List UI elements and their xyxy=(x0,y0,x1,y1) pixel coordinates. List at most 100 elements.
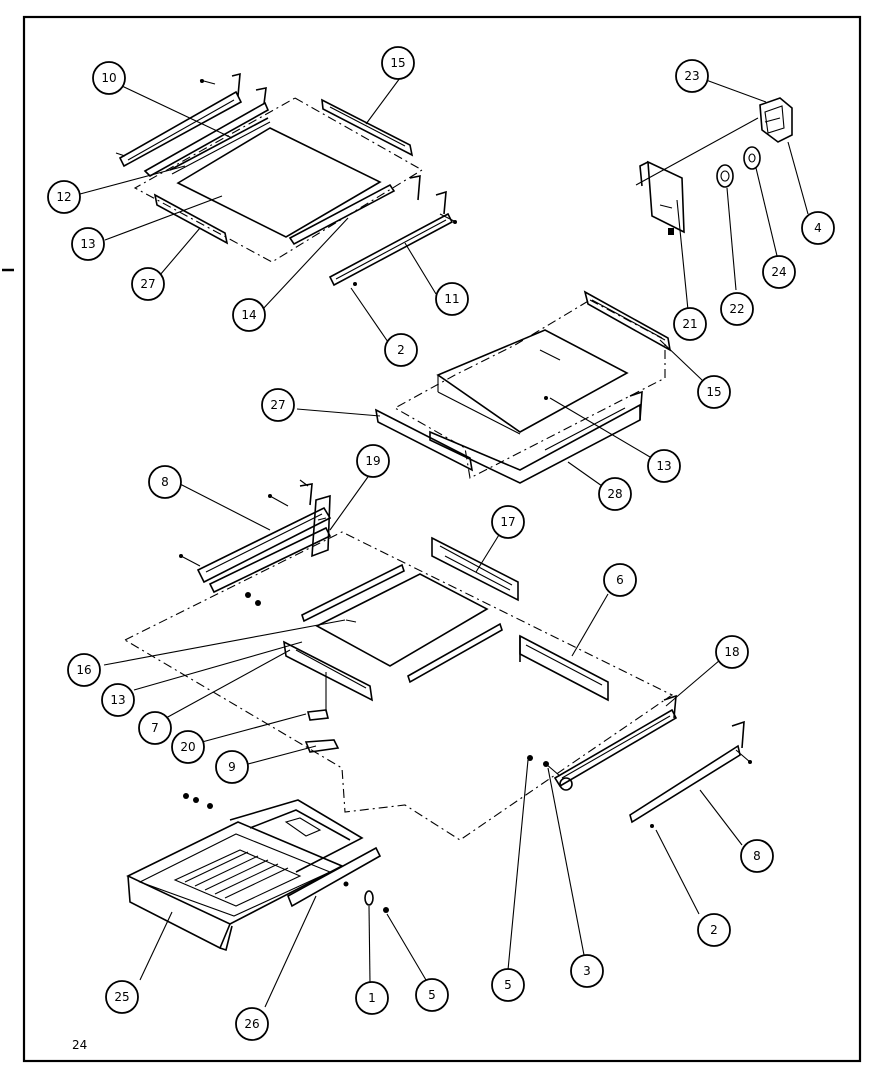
callout-label: 12 xyxy=(56,190,71,204)
callout-label: 6 xyxy=(616,573,624,587)
callout-5: 5 xyxy=(415,978,449,1012)
callout-circle xyxy=(673,307,707,341)
callout-label: 10 xyxy=(101,71,116,85)
callout-1: 1 xyxy=(355,981,389,1015)
callout-label: 15 xyxy=(390,56,405,70)
callout-label: 5 xyxy=(428,988,436,1002)
callout-13: 13 xyxy=(647,449,681,483)
callout-label: 25 xyxy=(114,990,129,1004)
callout-circle xyxy=(675,59,709,93)
callout-circle xyxy=(47,180,81,214)
page-frame xyxy=(22,15,862,1063)
callout-circle xyxy=(71,227,105,261)
callout-8: 8 xyxy=(740,839,774,873)
callout-label: 16 xyxy=(76,663,91,677)
callout-27: 27 xyxy=(131,267,165,301)
callout-circle xyxy=(384,333,418,367)
callout-circle xyxy=(92,61,126,95)
hinge-bracket-group xyxy=(635,97,793,235)
callout-19: 19 xyxy=(356,444,390,478)
callout-2: 2 xyxy=(384,333,418,367)
callout-28: 28 xyxy=(598,477,632,511)
callout-label: 18 xyxy=(724,645,739,659)
callout-27: 27 xyxy=(261,388,295,422)
callout-circle xyxy=(215,750,249,784)
callout-label: 7 xyxy=(151,721,159,735)
callout-label: 3 xyxy=(583,964,591,978)
callout-circle xyxy=(715,635,749,669)
callout-label: 27 xyxy=(270,398,285,412)
callout-circle xyxy=(381,46,415,80)
callout-circle xyxy=(647,449,681,483)
callout-label: 13 xyxy=(80,237,95,251)
callout-circle xyxy=(697,375,731,409)
callout-circle xyxy=(491,505,525,539)
callout-12: 12 xyxy=(47,180,81,214)
callout-22: 22 xyxy=(720,292,754,326)
callout-label: 13 xyxy=(656,459,671,473)
callout-3: 3 xyxy=(570,954,604,988)
callout-8: 8 xyxy=(148,465,182,499)
callout-circle xyxy=(232,298,266,332)
callout-17: 17 xyxy=(491,505,525,539)
callout-25: 25 xyxy=(105,980,139,1014)
callout-circle xyxy=(491,968,525,1002)
callout-circle xyxy=(570,954,604,988)
lower-shelf-assembly xyxy=(123,479,752,841)
callout-20: 20 xyxy=(171,730,205,764)
callout-circle xyxy=(171,730,205,764)
callout-26: 26 xyxy=(235,1007,269,1041)
callout-circle xyxy=(697,913,731,947)
callout-label: 20 xyxy=(180,740,195,754)
callout-circle xyxy=(67,653,101,687)
callout-4: 4 xyxy=(801,211,835,245)
callout-15: 15 xyxy=(697,375,731,409)
page-number: 24 xyxy=(72,1038,87,1052)
callout-label: 5 xyxy=(504,978,512,992)
callout-10: 10 xyxy=(92,61,126,95)
callout-circle xyxy=(603,563,637,597)
callout-circle xyxy=(138,711,172,745)
callout-label: 27 xyxy=(140,277,155,291)
callout-label: 23 xyxy=(684,69,699,83)
callout-label: 8 xyxy=(161,475,169,489)
callout-label: 8 xyxy=(753,849,761,863)
top-shelf-assembly xyxy=(115,72,457,287)
callout-circle xyxy=(356,444,390,478)
callout-21: 21 xyxy=(673,307,707,341)
callout-label: 15 xyxy=(706,385,721,399)
callout-circle xyxy=(355,981,389,1015)
callout-label: 14 xyxy=(241,308,256,322)
callout-label: 21 xyxy=(682,317,697,331)
callout-circle xyxy=(598,477,632,511)
callout-circle xyxy=(261,388,295,422)
callout-circle xyxy=(720,292,754,326)
callout-label: 2 xyxy=(397,343,405,357)
callout-circle xyxy=(740,839,774,873)
callout-circle xyxy=(105,980,139,1014)
callout-circle xyxy=(762,255,796,289)
callout-label: 17 xyxy=(500,515,515,529)
callout-6: 6 xyxy=(603,563,637,597)
middle-shelf-assembly xyxy=(374,290,672,484)
callout-15: 15 xyxy=(381,46,415,80)
callout-13: 13 xyxy=(101,683,135,717)
callout-label: 9 xyxy=(228,760,236,774)
leader-lines xyxy=(79,77,809,1008)
callout-7: 7 xyxy=(138,711,172,745)
callout-14: 14 xyxy=(232,298,266,332)
callout-label: 26 xyxy=(244,1017,259,1031)
callout-circle xyxy=(101,683,135,717)
callout-circle xyxy=(415,978,449,1012)
callout-label: 24 xyxy=(771,265,786,279)
callout-11: 11 xyxy=(435,282,469,316)
crisper-drawer xyxy=(126,793,389,952)
callout-label: 28 xyxy=(607,487,622,501)
callout-label: 4 xyxy=(814,221,822,235)
callout-label: 1 xyxy=(368,991,376,1005)
callout-circle xyxy=(435,282,469,316)
callout-16: 16 xyxy=(67,653,101,687)
callout-5: 5 xyxy=(491,968,525,1002)
